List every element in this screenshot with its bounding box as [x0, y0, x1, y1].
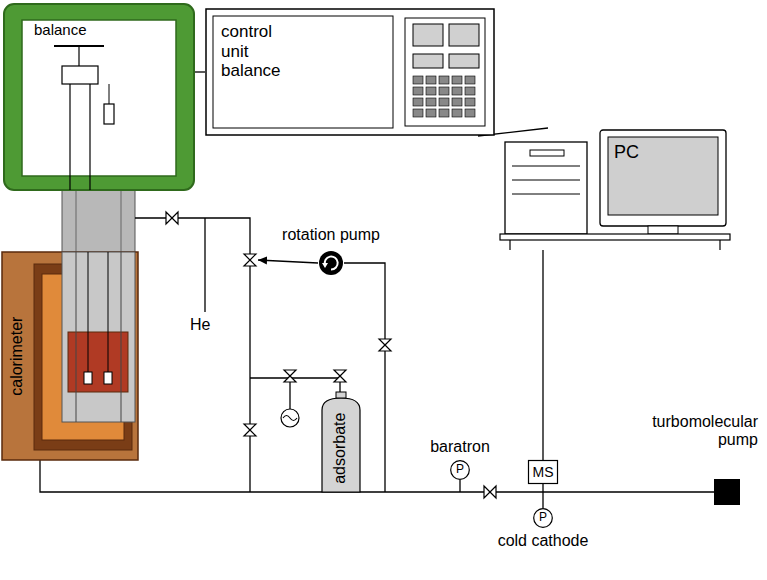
calorimeter: calorimeter — [2, 252, 138, 460]
node-label: turbomolecular pump — [632, 413, 758, 450]
computer: PC — [500, 128, 730, 250]
gas-cylinder: adsorbate — [322, 392, 360, 492]
mass-spectrometer: MS — [528, 460, 558, 484]
node-label: adsorbate — [332, 412, 350, 483]
node-label: rotation pump — [282, 226, 380, 244]
node-label: control unit balance — [221, 22, 303, 81]
pressure-gauge: baratronP — [450, 460, 470, 480]
node-label: MS — [533, 464, 554, 480]
node-label: calorimeter — [9, 316, 27, 395]
node-label: balance — [34, 21, 87, 38]
signal-wire — [194, 71, 205, 72]
rotation-pump-outline — [318, 250, 344, 276]
node-label: PC — [614, 142, 639, 163]
control-unit: control unit balance — [205, 8, 495, 136]
signal-wire — [542, 484, 543, 508]
rotation-pump: rotation pump — [318, 250, 344, 276]
gas-label: He — [190, 316, 210, 334]
turbo-pump-outline — [714, 479, 740, 505]
node-label: P — [539, 511, 547, 525]
pressure-gauge: Pcold cathode — [533, 508, 553, 528]
signal-wire — [542, 250, 543, 460]
turbo-pump: turbomolecular pump — [714, 479, 740, 505]
node-label: baratron — [430, 438, 490, 456]
node-label: P — [456, 463, 464, 477]
node-label: cold cathode — [498, 532, 589, 550]
balance-housing-outline — [4, 4, 194, 190]
balance-housing: balance — [4, 4, 194, 190]
